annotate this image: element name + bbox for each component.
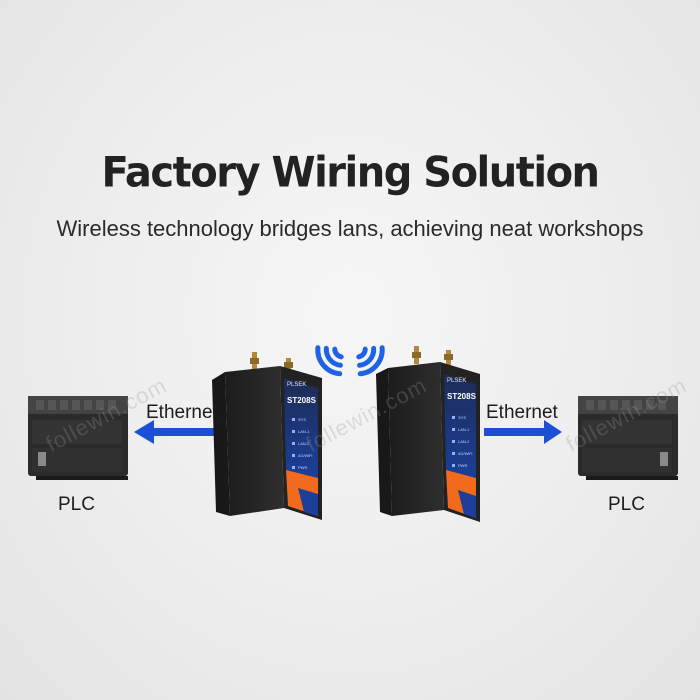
left-plc-device	[28, 396, 128, 480]
right-plc-label: PLC	[608, 494, 645, 515]
right-plc-device	[578, 396, 678, 480]
page-subtitle: Wireless technology bridges lans, achiev…	[56, 216, 644, 241]
left-ethernet-label: Ethernet	[146, 402, 218, 423]
led-label: LAN-2	[298, 441, 310, 446]
led-label: PWR	[458, 463, 468, 468]
left-router-device	[212, 352, 322, 520]
left-plc-label: PLC	[58, 494, 95, 515]
led-label: LAN-2	[458, 439, 470, 444]
wifi-signal-left-icon	[315, 345, 344, 377]
right-router-model: ST208S	[447, 392, 476, 401]
left-router-brand: PLSEK	[287, 382, 307, 388]
led-label: SYS	[458, 415, 467, 420]
led-label: LAN-1	[298, 429, 310, 434]
left-router-led-labels: SYS LAN-1 LAN-2 4G/WiFi PWR	[298, 414, 312, 474]
right-router-device	[376, 346, 480, 522]
right-ethernet-arrow	[484, 420, 562, 444]
wifi-signal-right-icon	[356, 345, 385, 377]
led-label: LAN-1	[458, 427, 470, 432]
left-ethernet-arrow	[134, 420, 214, 444]
led-label: 4G/WiFi	[458, 451, 473, 456]
right-ethernet-label: Ethernet	[486, 402, 558, 423]
page-title: Factory Wiring Solution	[101, 148, 600, 198]
led-label: PWR	[298, 465, 308, 470]
right-router-led-labels: SYS LAN-1 LAN-2 4G/WiFi PWR	[458, 412, 472, 472]
led-label: 4G/WiFi	[298, 453, 313, 458]
right-router-brand: PLSEK	[447, 378, 467, 384]
left-router-model: ST208S	[287, 396, 316, 405]
led-label: SYS	[298, 417, 307, 422]
